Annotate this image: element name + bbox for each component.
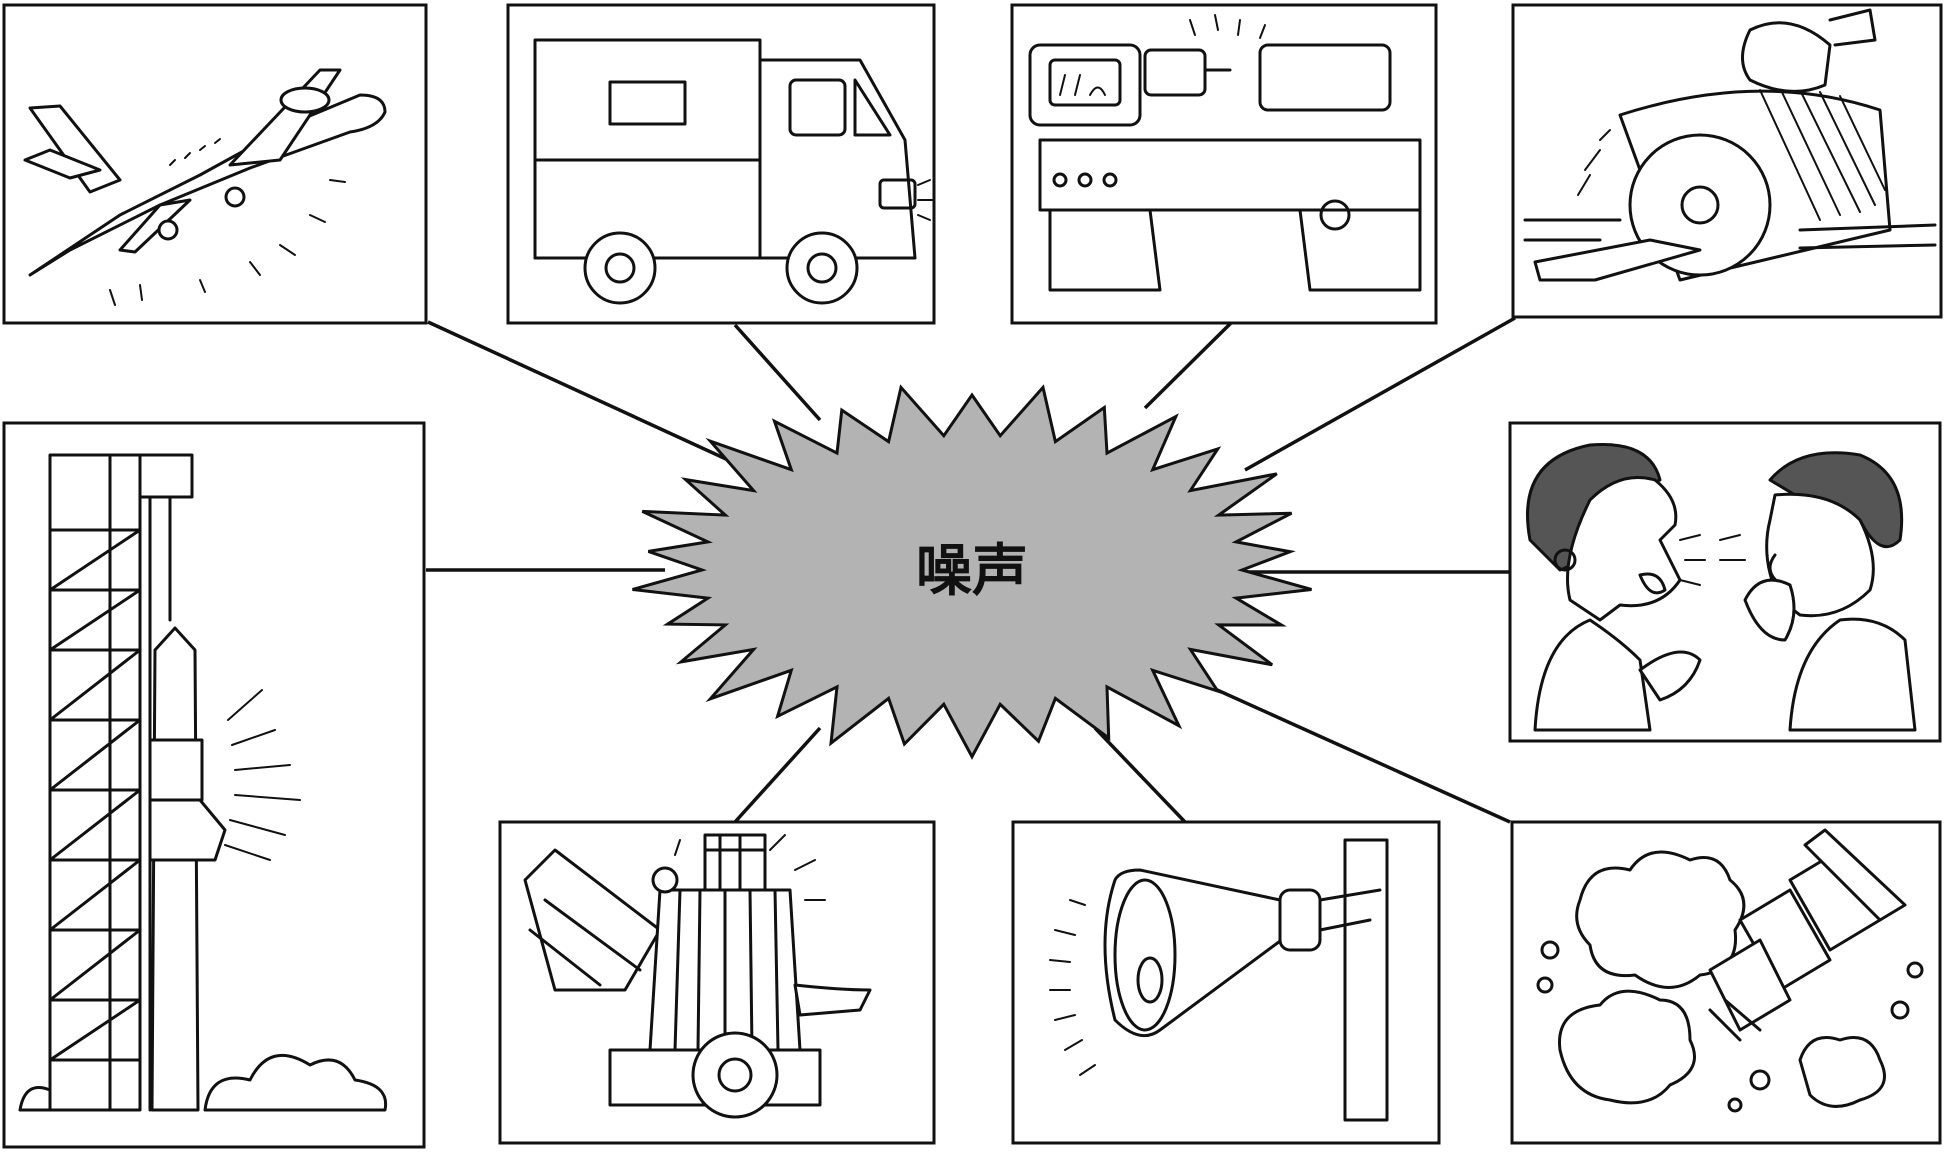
connector-lines (426, 316, 1516, 824)
connector-saw (1244, 316, 1516, 472)
center-label: 噪声 (916, 538, 1028, 604)
connector-mixer (733, 726, 822, 824)
panel-lathe (1010, 3, 1438, 325)
connector-airplane (427, 320, 751, 472)
panel-saw (1511, 3, 1943, 319)
panel-airplane (2, 3, 428, 325)
panel-frame (2, 421, 426, 1149)
cement-mixer-icon (523, 833, 872, 1119)
rocket-launch-icon (18, 453, 388, 1112)
panel-loudspeaker (1011, 820, 1441, 1145)
burst-shape (632, 384, 1312, 760)
arguing-people-icon (1526, 442, 1917, 732)
panel-truck (506, 3, 936, 325)
lathe-machine-icon (1028, 14, 1422, 292)
noise-burst: 噪声 (632, 384, 1312, 760)
panel-rocket (2, 421, 426, 1149)
panel-arguing (1508, 421, 1942, 743)
connector-lathe (1143, 320, 1234, 410)
connector-loudspeaker (1093, 726, 1187, 824)
connector-firecrackers (1194, 678, 1511, 824)
panel-mixer (498, 820, 936, 1145)
loudspeaker-icon (1049, 838, 1389, 1122)
connector-truck (733, 323, 822, 422)
panel-firecrackers (1510, 820, 1942, 1145)
firecrackers-icon (1536, 828, 1924, 1113)
truck-icon (533, 38, 933, 305)
circular-saw-icon (1523, 8, 1937, 282)
airplane-icon (23, 68, 387, 306)
